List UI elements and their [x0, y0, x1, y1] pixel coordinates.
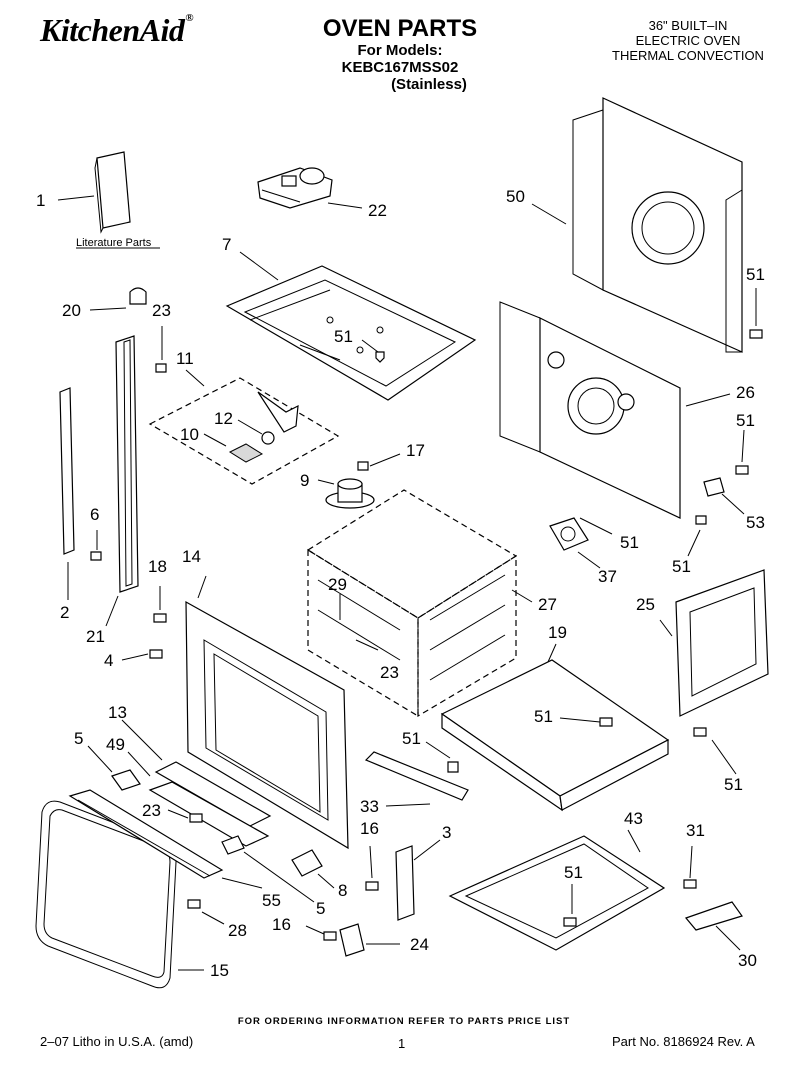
callout-19: 19: [548, 623, 567, 642]
callout-2: 2: [60, 603, 69, 622]
callout-28: 28: [228, 921, 247, 940]
callout-23-c: 23: [142, 801, 161, 820]
callout-1: 1: [36, 191, 45, 210]
latch-bracket-drawing: [221, 835, 335, 903]
callout-16-a: 16: [360, 819, 379, 838]
callout-24: 24: [410, 935, 429, 954]
callout-22: 22: [368, 201, 387, 220]
registered-mark: ®: [185, 12, 194, 24]
callout-18: 18: [148, 557, 167, 576]
callout-33: 33: [360, 797, 379, 816]
front-frame-drawing: [121, 575, 349, 850]
top-cover-drawing: [225, 251, 477, 401]
callout-51-h: 51: [724, 775, 743, 794]
bracket-53-drawing: [687, 429, 749, 557]
callout-51-d: 51: [620, 533, 639, 552]
ordering-note: FOR ORDERING INFORMATION REFER TO PARTS …: [237, 1016, 571, 1027]
callout-51-c: 51: [736, 411, 755, 430]
callout-27: 27: [538, 595, 557, 614]
callout-15: 15: [210, 961, 229, 980]
callout-51-e: 51: [672, 557, 691, 576]
page-number: 1: [398, 1036, 406, 1051]
side-trim-drawing: [59, 287, 167, 627]
product-description: 36" BUILT–IN ELECTRIC OVEN THERMAL CONVE…: [592, 18, 784, 63]
callout-17: 17: [406, 441, 425, 460]
callout-5-b: 5: [316, 899, 325, 918]
callout-23-a: 23: [152, 301, 171, 320]
callout-20: 20: [62, 301, 81, 320]
models-line: For Models: KEBC167MSS02: [341, 42, 459, 76]
callout-51-i: 51: [564, 863, 583, 882]
bottom-pan-drawing: [448, 829, 666, 951]
oven-cavity-drawing: [306, 489, 533, 718]
insulation-pan-drawing: [440, 643, 737, 812]
convection-motor-drawing: [257, 167, 363, 209]
page-title: OVEN PARTS: [322, 15, 478, 42]
callout-11: 11: [176, 349, 194, 368]
callout-23-b: 23: [380, 663, 399, 682]
door-latch-drawing: [365, 839, 441, 921]
callout-49: 49: [106, 735, 125, 754]
rear-baffle-drawing: [499, 301, 731, 519]
callout-4: 4: [104, 651, 113, 670]
callout-numbers: 1 22 7 50 51 20 23 11 51 26 12 10 51 17 …: [36, 187, 765, 980]
callout-29: 29: [328, 575, 347, 594]
rear-panel-drawing: [531, 97, 763, 353]
callout-37: 37: [598, 567, 617, 586]
title-block: OVEN PARTS For Models: KEBC167MSS02 (Sta…: [300, 15, 500, 94]
hinge-bracket-drawing: [305, 923, 400, 957]
fan-gasket-drawing: [549, 517, 613, 569]
fan-motor-drawing: [317, 453, 401, 509]
side-panel-drawing: [659, 569, 769, 717]
callout-3: 3: [442, 823, 451, 842]
part-number: Part No. 8186924 Rev. A: [612, 1034, 755, 1049]
product-line-3: THERMAL CONVECTION: [612, 48, 764, 63]
callout-25: 25: [636, 595, 655, 614]
callout-12: 12: [214, 409, 233, 428]
callout-51-a: 51: [746, 265, 765, 284]
callout-43: 43: [624, 809, 643, 828]
callout-31: 31: [686, 821, 705, 840]
vent-trim-drawing: [364, 741, 469, 807]
literature-parts-drawing: [57, 151, 131, 234]
callout-53: 53: [746, 513, 765, 532]
callout-10: 10: [180, 425, 199, 444]
callout-21: 21: [86, 627, 105, 646]
callout-6: 6: [90, 505, 99, 524]
callout-30: 30: [738, 951, 757, 970]
callout-51-f: 51: [402, 729, 421, 748]
product-line-2: ELECTRIC OVEN: [635, 33, 741, 48]
callout-16-b: 16: [272, 915, 291, 934]
variant-line: (Stainless): [391, 76, 467, 93]
light-assembly-drawing: [148, 369, 340, 485]
lower-trim-drawing: [87, 719, 272, 847]
brand-name: KitchenAid: [40, 12, 185, 48]
callout-51-g: 51: [534, 707, 553, 726]
product-line-1: 36" BUILT–IN: [648, 18, 728, 33]
callout-55: 55: [262, 891, 281, 910]
hinge-trim-drawing: [68, 789, 263, 925]
callout-9: 9: [300, 471, 309, 490]
deflector-drawing: [683, 845, 743, 951]
callout-7: 7: [222, 235, 231, 254]
callout-26: 26: [736, 383, 755, 402]
callout-51-b: 51: [334, 327, 353, 346]
callout-8: 8: [338, 881, 347, 900]
door-gasket-drawing: [35, 800, 204, 989]
callout-13: 13: [108, 703, 127, 722]
callout-14: 14: [182, 547, 201, 566]
callout-5-a: 5: [74, 729, 83, 748]
callout-50: 50: [506, 187, 525, 206]
literature-parts-label: Literature Parts: [76, 237, 152, 249]
litho-info: 2–07 Litho in U.S.A. (amd): [40, 1034, 194, 1049]
brand-logo: KitchenAid®: [40, 12, 194, 49]
